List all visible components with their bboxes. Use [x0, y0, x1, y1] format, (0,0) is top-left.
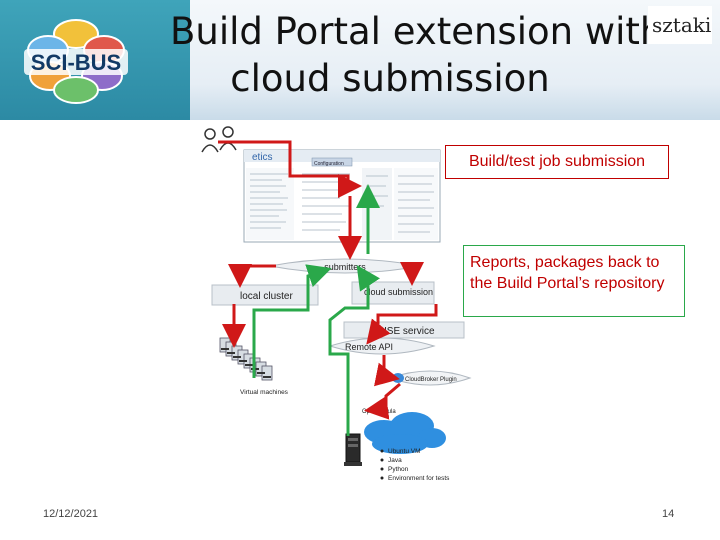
env-item: Ubuntu VM	[388, 448, 421, 455]
cloud-submission-node: cloud submission	[351, 281, 435, 305]
env-item: Environment for tests	[388, 475, 450, 482]
build-test-callout: Build/test job submission	[445, 145, 669, 179]
environment-list: Ubuntu VM Java Python Environment for te…	[380, 448, 450, 482]
slide-date: 12/12/2021	[43, 508, 99, 520]
build-portal-screenshot: etics Configuration	[243, 149, 441, 243]
cloudbroker-node: CloudBroker Plugin	[388, 370, 472, 386]
env-item: Java	[388, 457, 402, 464]
slide-header: SCI-BUS Build Portal extension with clou…	[0, 0, 720, 120]
remote-api-label: Remote API	[345, 342, 393, 352]
slide-title: Build Portal extension with cloud submis…	[170, 8, 664, 102]
remote-api-node: Remote API	[328, 337, 436, 355]
env-item: Python	[388, 466, 409, 473]
local-cluster-label: local cluster	[240, 291, 293, 302]
cloud-submission-label: cloud submission	[364, 287, 433, 297]
submission-arrows	[218, 140, 438, 420]
reports-callout: Reports, packages back to the Build Port…	[463, 245, 685, 317]
title-line-2: cloud submission	[230, 57, 550, 100]
screenshot-tab-label: Configuration	[314, 161, 344, 167]
title-line-1: Build Portal extension with	[170, 10, 664, 53]
server-icon	[344, 433, 362, 466]
users-icon	[201, 126, 237, 153]
local-cluster-node: local cluster	[211, 284, 319, 306]
virtual-machines-label: Virtual machines	[240, 389, 289, 396]
sztaki-logo-text: sztaki	[652, 13, 711, 37]
logo-text: SCI-BUS	[31, 50, 121, 75]
screenshot-corner-text: etics	[252, 152, 273, 163]
sztaki-logo: sztaki	[648, 6, 712, 44]
cloudbroker-label: CloudBroker Plugin	[405, 377, 457, 383]
guse-service-label: gUSE service	[374, 326, 435, 337]
submitters-label: submitters	[324, 262, 366, 272]
return-arrows	[252, 184, 380, 436]
guse-service-node: gUSE service	[343, 321, 465, 339]
slide-page-number: 14	[662, 508, 675, 520]
submitters-node: submitters	[269, 258, 421, 274]
sci-bus-logo: SCI-BUS	[24, 19, 128, 104]
